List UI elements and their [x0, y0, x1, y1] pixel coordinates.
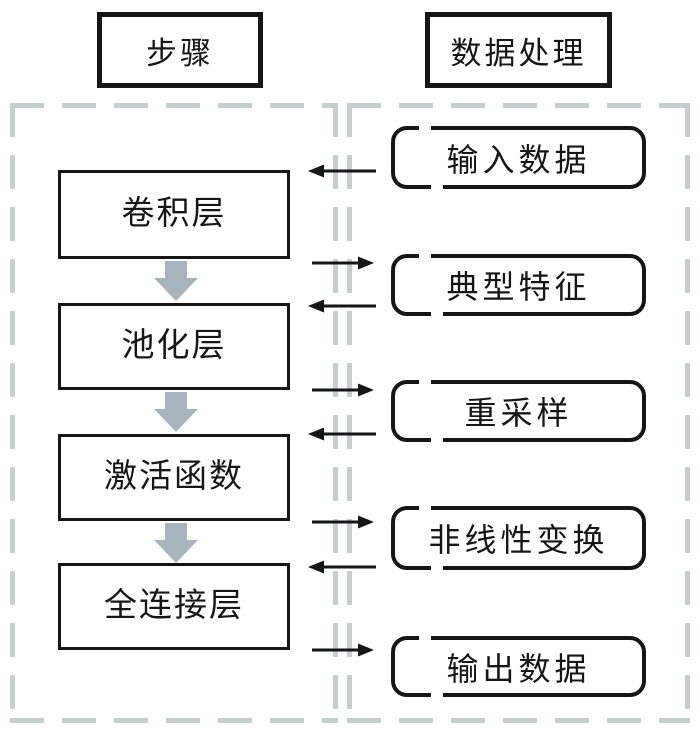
- dashed-border-left: [10, 103, 15, 723]
- arrow-right-icon-activation-to-nonlinear: [312, 514, 374, 530]
- dashed-border-right: [685, 103, 690, 723]
- dashed-border-right: [333, 103, 338, 723]
- data-box-output-data: 输出数据: [391, 636, 646, 697]
- step-box-pooling-layer: 池化层: [58, 303, 290, 390]
- data-box-input-data: 输入数据: [391, 126, 646, 189]
- dashed-border-top: [347, 103, 690, 108]
- arrow-right-icon-fc-to-output: [312, 642, 374, 658]
- arrow-left-icon-input-to-conv: [308, 163, 376, 179]
- steps-column-header: 步骤: [97, 12, 263, 88]
- flow-down-arrow-icon: [154, 392, 198, 432]
- data-box-nonlinear-transform: 非线性变换: [391, 506, 646, 570]
- data-box-typical-features: 典型特征: [391, 254, 646, 316]
- step-box-fully-connected-layer: 全连接层: [58, 563, 290, 650]
- arrow-left-icon-nonlinear-to-fc: [308, 559, 376, 575]
- dashed-border-bottom: [347, 718, 690, 723]
- dashed-border-left: [347, 103, 352, 723]
- data-box-resampling: 重采样: [391, 380, 646, 442]
- flow-down-arrow-icon: [154, 261, 198, 301]
- arrow-right-icon-pooling-to-resample: [312, 382, 374, 398]
- dashed-border-top: [10, 103, 338, 108]
- step-box-convolution-layer: 卷积层: [58, 170, 290, 259]
- data-processing-dashed-container: [347, 103, 690, 723]
- flow-down-arrow-icon: [154, 523, 198, 563]
- arrow-left-icon-features-to-pooling: [308, 298, 376, 314]
- data-processing-column-header: 数据处理: [425, 12, 612, 88]
- dashed-border-bottom: [10, 718, 338, 723]
- steps-dashed-container: [10, 103, 338, 723]
- arrow-left-icon-resample-to-activation: [308, 426, 376, 442]
- step-box-activation-function: 激活函数: [58, 434, 290, 521]
- arrow-right-icon-conv-to-features: [312, 255, 374, 271]
